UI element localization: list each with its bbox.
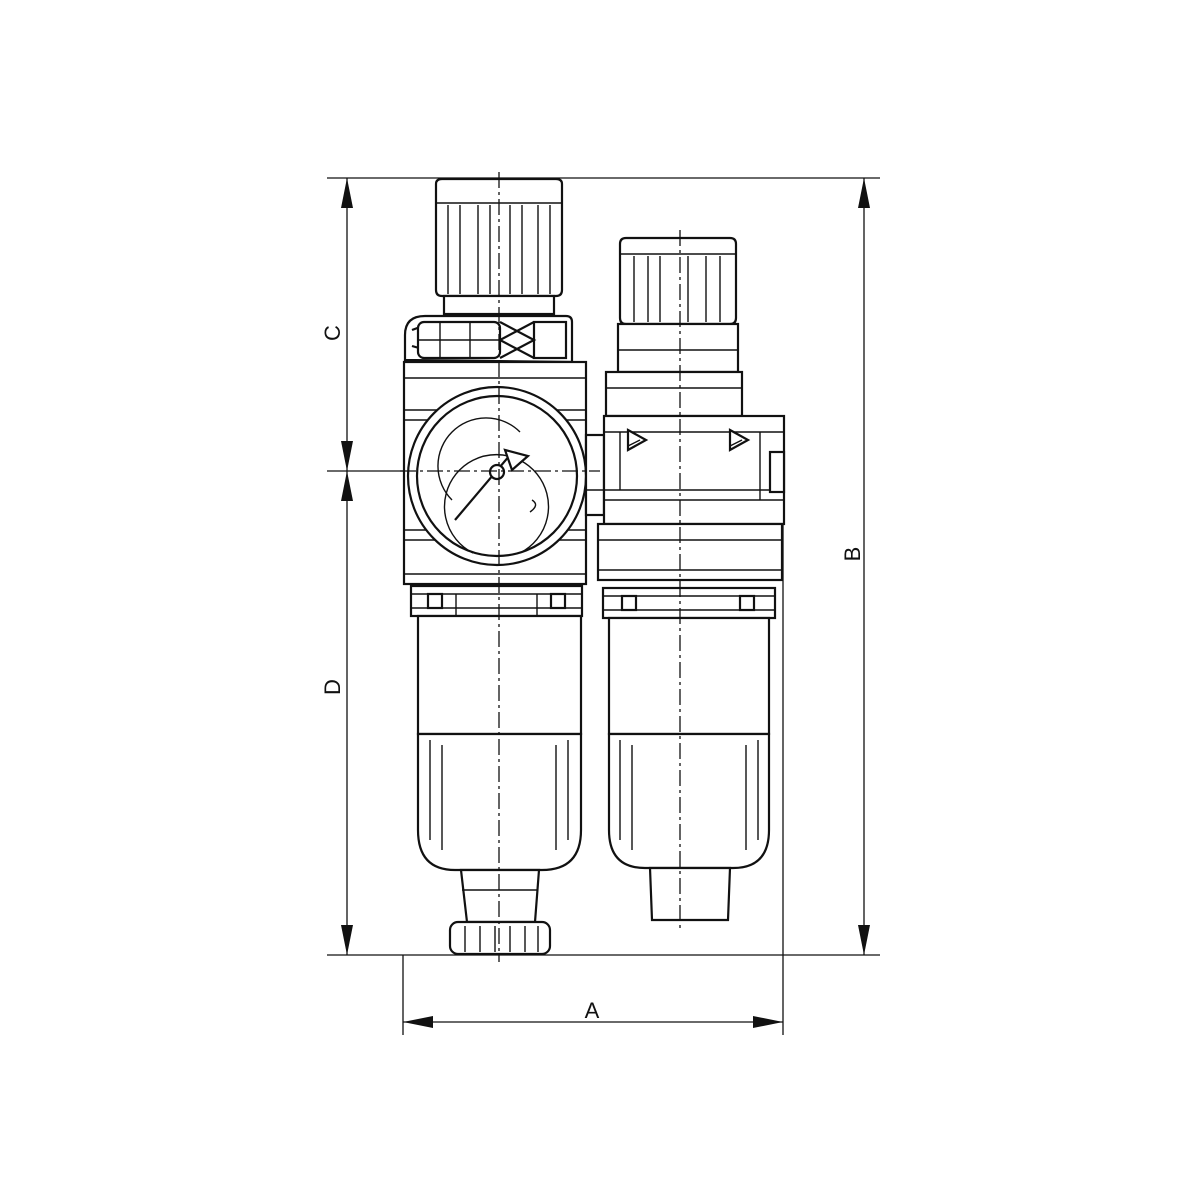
filter-bowl-collar	[409, 584, 584, 618]
dimension-label-d: D	[320, 679, 345, 695]
regulator-knob	[434, 177, 564, 316]
dimension-label-b: B	[840, 547, 865, 562]
dimension-label-a: A	[585, 998, 600, 1023]
lubricator-bowl-collar	[601, 586, 777, 620]
filter-regulator	[402, 172, 606, 962]
pressure-gauge-icon	[406, 385, 606, 567]
lubricator	[596, 230, 786, 928]
drain-knob-icon	[448, 920, 552, 956]
flow-arrow-icon	[626, 428, 649, 452]
lubricator-head	[596, 370, 786, 582]
dimension-lines	[327, 177, 880, 1035]
lubricator-knob	[616, 236, 740, 374]
dimension-label-c: C	[320, 325, 345, 341]
lubricator-bowl	[607, 616, 771, 922]
regulator-bonnet	[403, 314, 574, 364]
flow-arrow-icon	[728, 428, 751, 452]
